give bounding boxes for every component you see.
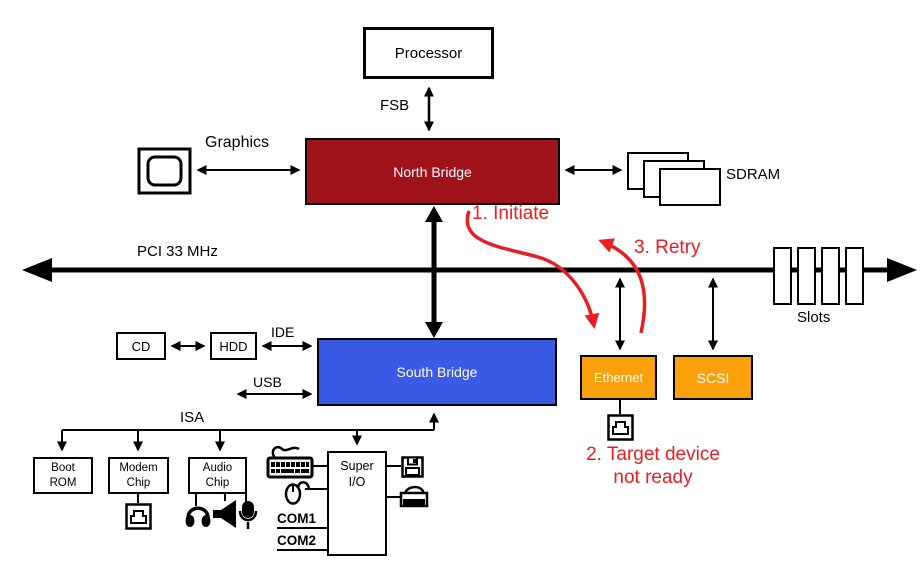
modem-jack-icon	[125, 503, 152, 535]
annotation-retry: 3. Retry	[634, 237, 701, 258]
com2-label: COM2	[277, 533, 317, 548]
fsb-label: FSB	[380, 97, 410, 114]
slot-2	[797, 247, 816, 305]
sdram-chip-3	[659, 168, 721, 206]
keyboard-icon	[266, 443, 316, 484]
printer-icon	[399, 484, 429, 517]
annotation-target-not-ready: 2. Target device not ready	[555, 443, 751, 490]
hdd-label: HDD	[219, 338, 248, 354]
slot-3	[821, 247, 840, 305]
graphics-label: Graphics	[205, 134, 270, 151]
mouse-icon	[284, 479, 312, 510]
ethernet-box: Ethernet	[580, 355, 657, 400]
floppy-icon	[401, 456, 424, 483]
cd-label: CD	[131, 338, 151, 354]
scsi-label: SCSI	[696, 369, 730, 386]
boot-rom-line2: ROM	[49, 476, 77, 489]
annotation-target-line1: 2. Target device	[586, 444, 720, 465]
slot-4	[845, 247, 864, 305]
slots-label: Slots	[797, 309, 831, 326]
isa-bus	[57, 412, 439, 452]
processor-label: Processor	[394, 44, 463, 62]
headphones-icon	[184, 503, 212, 535]
processor-box: Processor	[363, 27, 494, 79]
boot-rom-box: Boot ROM	[33, 457, 93, 494]
pci-bus-arrow	[22, 258, 917, 282]
audio-chip-box: Audio Chip	[188, 457, 247, 494]
boot-rom-line1: Boot	[51, 462, 75, 475]
modem-chip-line1: Modem	[119, 462, 158, 475]
initiate-arrow	[465, 210, 600, 329]
audio-chip-line1: Audio	[202, 462, 233, 475]
south-bridge-box: South Bridge	[317, 338, 557, 406]
super-io-box: Super I/O	[327, 451, 387, 556]
peripheral-stubs	[137, 400, 621, 506]
ide-label: IDE	[271, 324, 295, 340]
audio-chip-line2: Chip	[205, 476, 230, 489]
retry-arrow	[598, 238, 647, 334]
north-bridge-label: North Bridge	[393, 163, 472, 180]
microphone-icon	[237, 499, 259, 538]
speaker-icon	[212, 499, 238, 534]
south-bridge-label: South Bridge	[396, 364, 478, 380]
north-bridge-box: North Bridge	[305, 138, 560, 205]
ethernet-jack-icon	[607, 414, 634, 446]
isa-label: ISA	[180, 409, 205, 426]
modem-chip-box: Modem Chip	[108, 457, 169, 494]
hdd-box: HDD	[210, 332, 257, 360]
cd-box: CD	[116, 332, 166, 360]
slot-1	[773, 247, 792, 305]
northbridge-southbridge-arrow	[425, 206, 443, 338]
modem-chip-line2: Chip	[126, 476, 151, 489]
sdram-label: SDRAM	[726, 166, 781, 183]
ethernet-label: Ethernet	[593, 370, 644, 385]
annotation-target-line2: not ready	[613, 467, 693, 489]
super-io-line1: Super	[340, 459, 374, 473]
com1-label: COM1	[277, 511, 317, 526]
usb-label: USB	[253, 374, 282, 390]
super-io-line2: I/O	[348, 474, 366, 489]
scsi-box: SCSI	[673, 355, 753, 400]
pci-bus-label: PCI 33 MHz	[137, 243, 218, 260]
monitor-icon	[137, 147, 192, 200]
annotation-initiate: 1. Initiate	[472, 203, 550, 224]
